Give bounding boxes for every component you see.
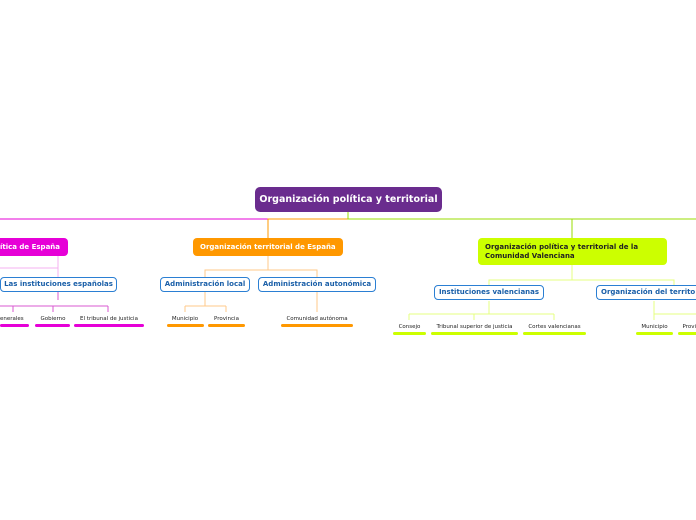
root-node[interactable]: Organización política y territorial [255,187,442,212]
connector-lime-leaves [408,301,696,320]
leaf-bar-consejo [393,332,426,335]
branch-spain-politics[interactable]: ítica de España [0,238,68,256]
sub-organizacion-territorio[interactable]: Organización del territo [596,285,696,300]
leaf-bar-municipio [167,324,204,327]
connector-orange-sub [204,256,318,277]
leaf-bar-cortes [523,332,586,335]
leaf-bar-tribunal [74,324,144,327]
leaf-bar-provincia [208,324,245,327]
connector-orange-leaves [184,292,318,312]
leaf-bar-comunidad [281,324,353,327]
leaf-bar-generales [0,324,29,327]
connector-root-orange [267,212,349,238]
leaf-cortes-valencianas[interactable]: Cortes valencianas [528,324,581,330]
connector-lime-sub [488,265,675,285]
leaf-bar-tribunal-superior [431,332,518,335]
branch-spain-territory[interactable]: Organización territorial de España [193,238,343,256]
leaf-provincia[interactable]: Provincia [214,316,239,322]
leaf-comunidad-autonoma[interactable]: Comunidad autónoma [286,316,348,322]
leaf-municipio[interactable]: Municipio [171,316,199,322]
sub-admin-local[interactable]: Administración local [160,277,250,292]
sub-instituciones-espanolas[interactable]: Las instituciones españolas [0,277,117,292]
leaf-bar-municipio-valencia [636,332,673,335]
sub-admin-autonomica[interactable]: Administración autonómica [258,277,376,292]
leaf-consejo[interactable]: Consejo [398,324,421,330]
leaf-bar-gobierno [35,324,70,327]
leaf-municipio-valencia[interactable]: Municipio [641,324,668,330]
leaf-tribunal-superior[interactable]: Tribunal superior de justicia [436,324,513,330]
connector-magenta-sub [0,256,59,277]
branch-valencia[interactable]: Organización política y territorial de l… [478,238,667,265]
leaf-provincia-valencia[interactable]: Provi [682,324,696,330]
leaf-gobierno[interactable]: Gobierno [40,316,66,322]
connector-root-lime [347,212,696,238]
sub-instituciones-valencianas[interactable]: Instituciones valencianas [434,285,544,300]
connector-root-magenta [0,212,349,220]
leaf-bar-provincia-valencia [678,332,696,335]
leaf-tribunal-justicia[interactable]: El tribunal de justicia [80,316,138,322]
connector-magenta-leaves [0,292,109,312]
leaf-generales[interactable]: enerales [0,316,24,322]
